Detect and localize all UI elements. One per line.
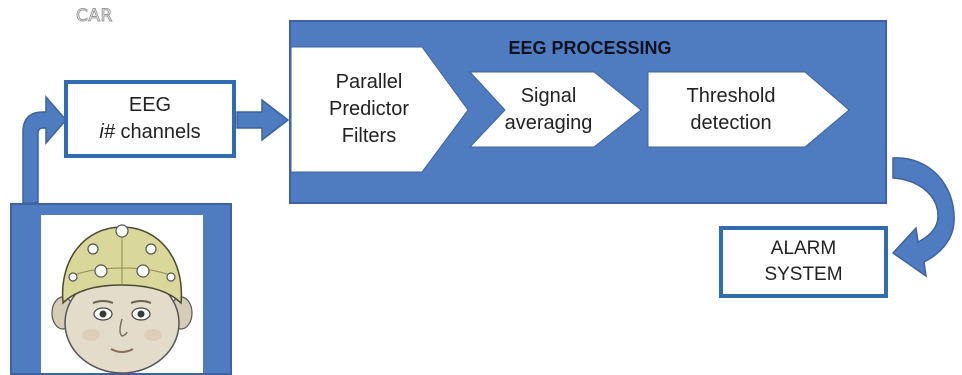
alarm-system-box: ALARM SYSTEM [719,226,888,298]
stage-label-line: Parallel [335,71,403,93]
eeg-processing-panel: EEG PROCESSING Parallel Predictor Filter… [289,20,887,204]
channel-count-symbol: i# [99,121,115,143]
stage-chevron-threshold [647,71,850,148]
stage-signal-averaging: Signal averaging [491,72,606,147]
patient-panel [10,203,232,375]
stage-chevrons [290,46,850,173]
channels-label: channels [114,121,201,143]
processing-to-alarm-curved-arrow [891,157,955,278]
stage-chevron-filters [290,46,469,173]
eeg-processing-title: EEG PROCESSING [508,38,672,58]
patient-photo [41,215,203,374]
stage-label-line: Predictor [328,98,410,120]
stage-threshold-detection: Threshold detection [661,72,801,147]
eeg-to-processing-arrow [236,98,290,142]
stage-label-line: Filters [341,125,397,147]
alarm-line-2: SYSTEM [764,264,843,285]
patient-to-eeg-arrow [22,94,67,204]
stage-label-line: Threshold [686,84,776,107]
stage-parallel-predictor-filters: Parallel Predictor Filters [299,47,439,172]
stage-label-line: detection [690,111,772,134]
eeg-box-channels: i# channels [99,119,200,146]
stage-label-line: averaging [504,111,593,134]
stage-label-line: Signal [520,84,577,107]
alarm-line-1: ALARM [770,238,837,259]
eeg-box-title: EEG [128,94,172,116]
watermark-text: CAR [76,6,113,27]
eeg-channels-box: EEG i# channels [64,80,236,158]
infant-eeg-cap-illustration [51,224,193,374]
stage-chevron-averaging [468,71,642,148]
